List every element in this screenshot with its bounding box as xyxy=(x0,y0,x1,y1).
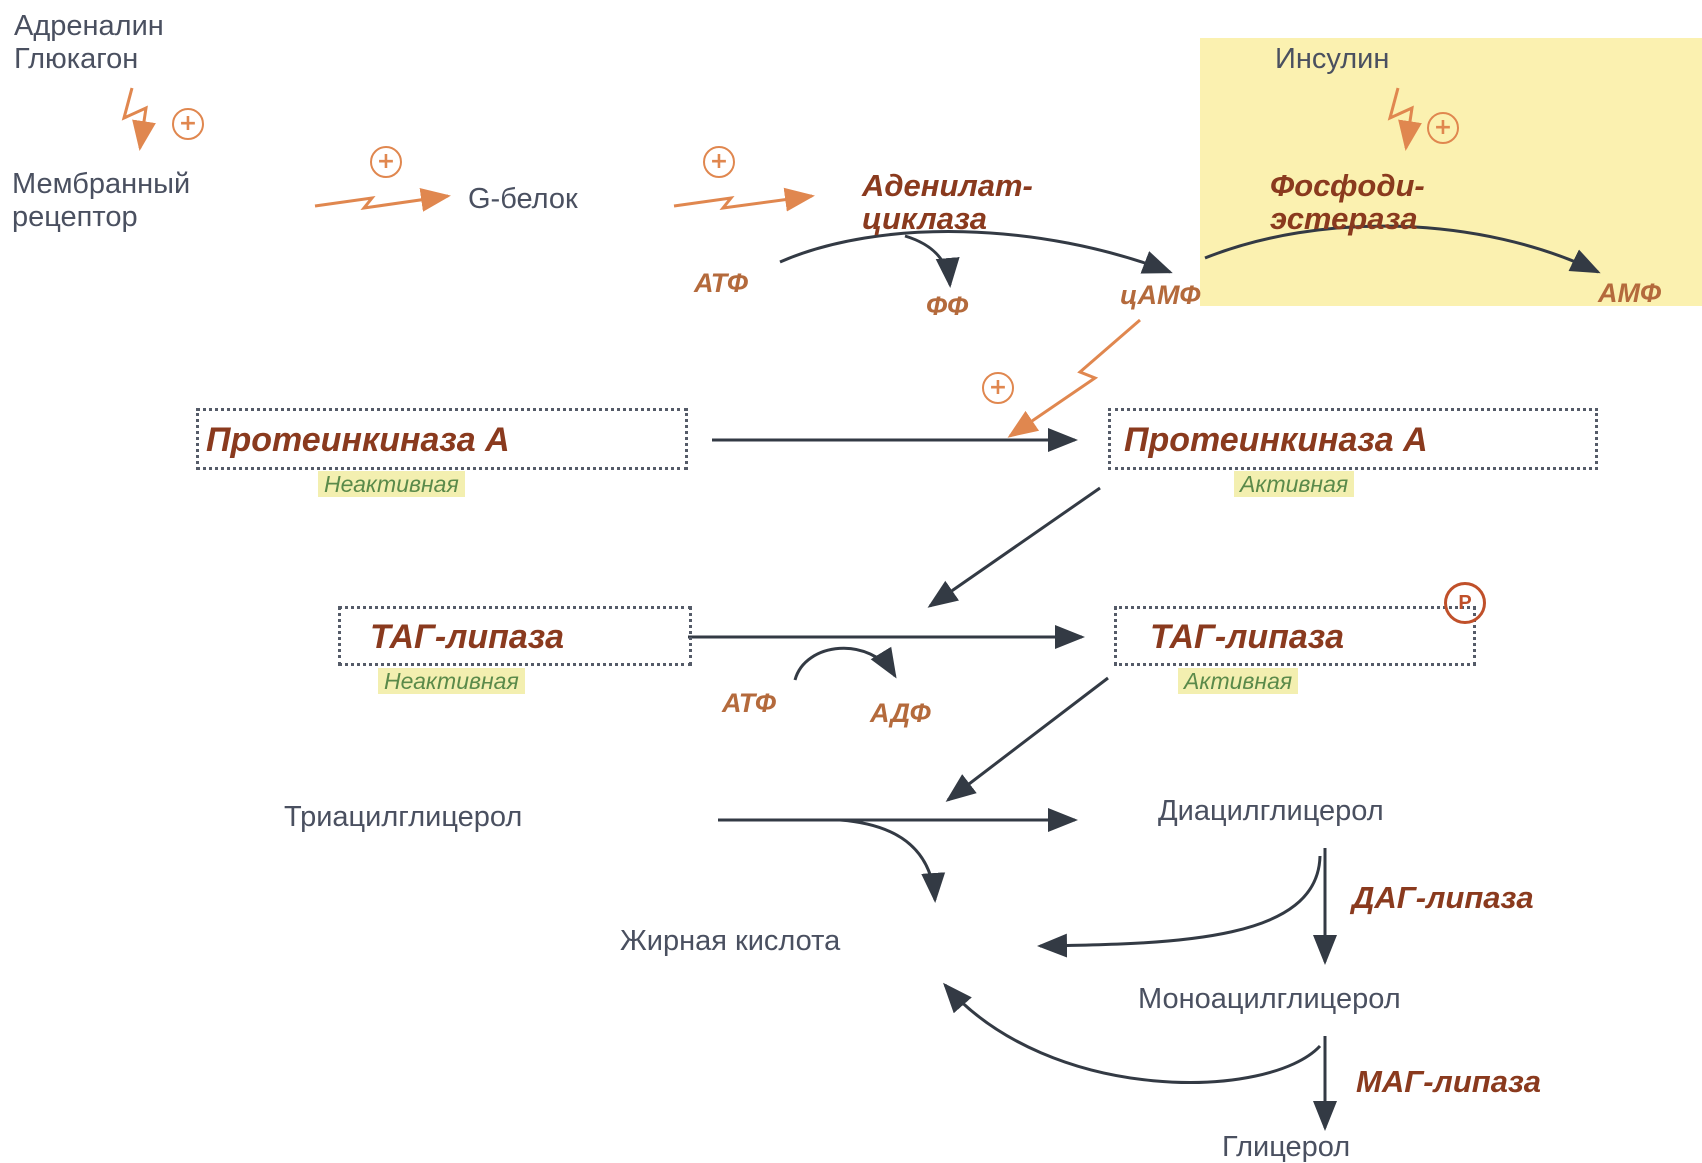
tag-lipase-active-label: ТАГ-липаза xyxy=(1150,618,1345,656)
pyrophosphate-label: ФФ xyxy=(926,291,969,321)
pka-active-state: Активная xyxy=(1234,471,1355,497)
pka-active-label: Протеинкиназа А xyxy=(1124,421,1428,459)
activation-plus-icon: + xyxy=(703,146,735,178)
atp-to-adp-arrow xyxy=(793,646,897,681)
pka-inactive-label: Протеинкиназа А xyxy=(206,421,510,459)
dag-fatty-acid-arrow xyxy=(1037,855,1322,958)
phosphate-badge-icon: P xyxy=(1444,582,1486,624)
receptor-to-gprotein-arrow xyxy=(314,187,451,212)
activation-plus-icon: + xyxy=(1427,112,1459,144)
camp-label: цАМФ xyxy=(1120,280,1201,310)
camp-to-amp-arrow xyxy=(1204,224,1601,274)
monoacylglycerol-label: Моноацилглицерол xyxy=(1138,983,1401,1015)
pka-inactive-state: Неактивная xyxy=(318,471,465,497)
pka-active-box xyxy=(1108,408,1598,470)
atp-label-2: АТФ xyxy=(722,688,776,718)
adenylate-cyclase-label-line2: циклаза xyxy=(862,201,988,236)
phosphodiesterase-label-line2: эстераза xyxy=(1270,201,1418,236)
tag-lipase-inactive-box xyxy=(338,606,692,666)
hormone-signal-arrow xyxy=(121,87,156,151)
phosphodiesterase-label-line1: Фосфоди- xyxy=(1270,168,1425,203)
receptor-label-line1: Мембранный xyxy=(12,168,191,200)
ppi-branch-arrow xyxy=(904,234,960,288)
adp-label: АДФ xyxy=(870,698,931,728)
glycerol-label: Глицерол xyxy=(1222,1131,1351,1163)
dag-lipase-label: ДАГ-липаза xyxy=(1352,880,1534,915)
activation-plus-icon: + xyxy=(982,372,1014,404)
receptor-label-line2: рецептор xyxy=(12,201,138,233)
tag-lipase-active-state: Активная xyxy=(1178,668,1299,694)
camp-activation-arrow xyxy=(1007,318,1141,438)
activation-plus-icon: + xyxy=(370,146,402,178)
atp-to-camp-arrow xyxy=(779,230,1173,274)
adenylate-cyclase-label-line1: Аденилат- xyxy=(862,168,1033,203)
tag-lipase-inactive-state: Неактивная xyxy=(378,668,525,694)
tag-lipase-inactive-label: ТАГ-липаза xyxy=(370,618,565,656)
hormone-label-glucagon: Глюкагон xyxy=(14,43,139,75)
lipase-to-tag-arrow xyxy=(945,676,1109,802)
diacylglycerol-label: Диацилглицерол xyxy=(1158,795,1384,827)
atp-label: АТФ xyxy=(694,268,748,298)
pka-inactive-box xyxy=(196,408,688,470)
triacylglycerol-label: Триацилглицерол xyxy=(284,801,523,833)
tag-lipase-active-box xyxy=(1114,606,1476,666)
gprotein-to-cyclase-arrow xyxy=(673,187,815,212)
hormone-label-adrenaline: Адреналин xyxy=(14,10,164,42)
mag-fatty-acid-arrow xyxy=(943,982,1322,1084)
insulin-panel xyxy=(1200,38,1702,306)
pka-to-lipase-arrow xyxy=(927,486,1101,608)
fatty-acid-label: Жирная кислота xyxy=(620,925,841,957)
tag-fatty-acid-arrow xyxy=(839,818,946,903)
insulin-signal-arrow xyxy=(1387,87,1422,151)
mag-lipase-label: МАГ-липаза xyxy=(1356,1064,1542,1099)
activation-plus-icon: + xyxy=(172,108,204,140)
amp-label: АМФ xyxy=(1598,278,1662,308)
g-protein-label: G-белок xyxy=(468,183,578,215)
insulin-label: Инсулин xyxy=(1275,43,1390,75)
